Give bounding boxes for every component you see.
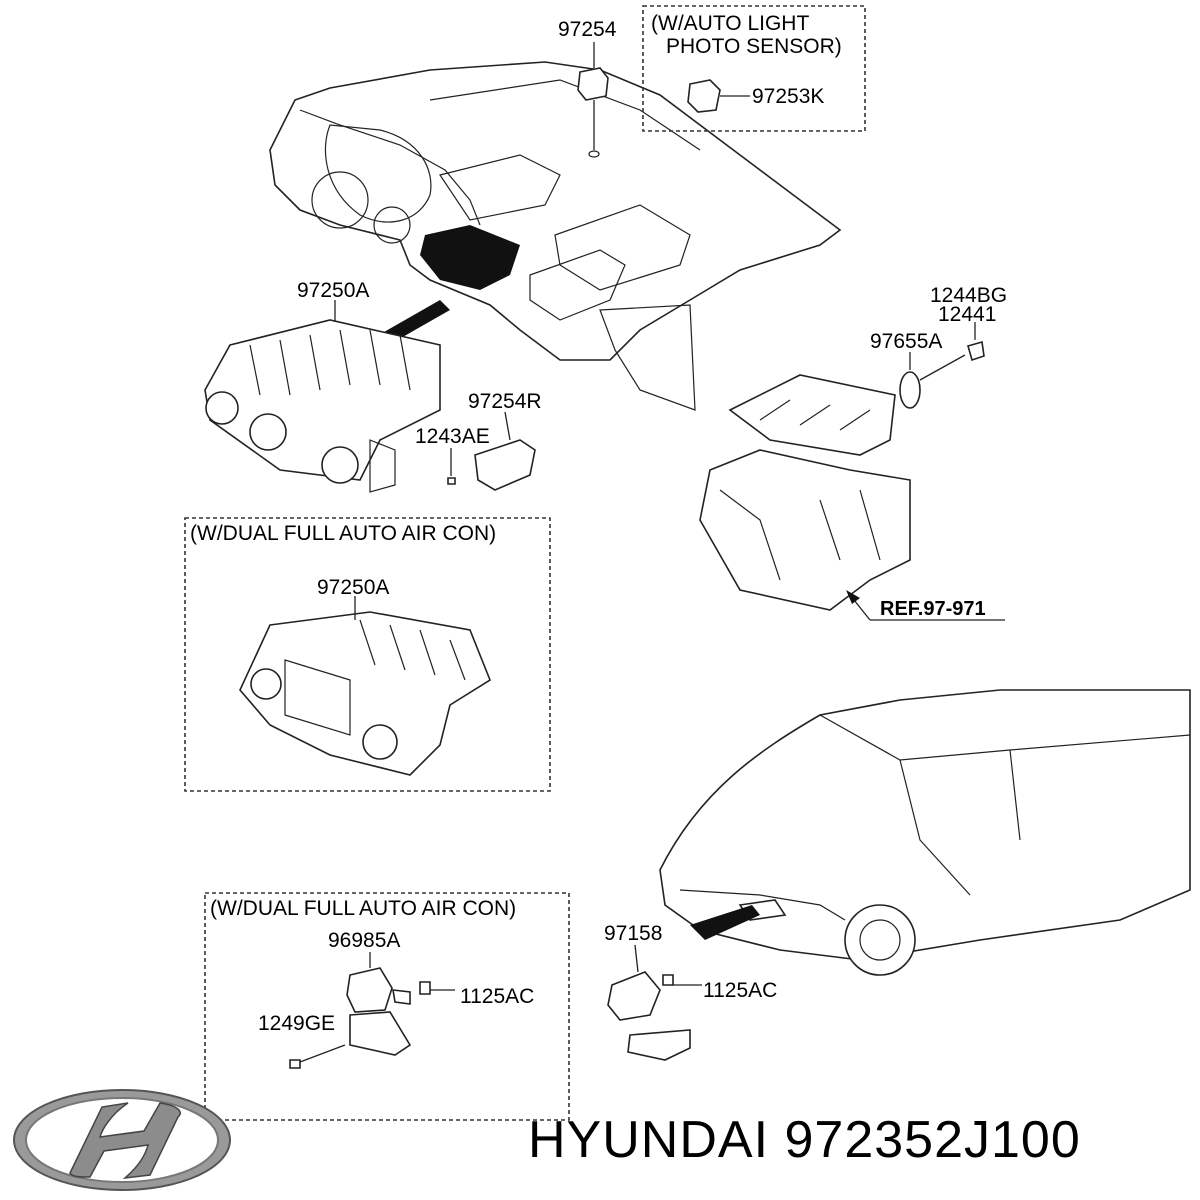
label-1243AE: 1243AE [415,425,490,448]
dual-auto-box-2 [204,892,570,1121]
label-97158: 97158 [604,922,662,945]
sensor-97158-illustration [607,944,702,1061]
label-1125AC-right: 1125AC [703,979,777,1002]
sensor-97254-illustration [577,42,609,158]
label-96985A: 96985A [328,929,400,952]
auto-light-box [642,5,866,132]
label-97253K: 97253K [752,85,824,108]
brand-part-number-heading: HYUNDAI 972352J100 [528,1110,1188,1180]
label-97254: 97254 [558,18,617,41]
label-97655A: 97655A [870,330,942,353]
label-97250A-box: 97250A [317,576,389,599]
label-auto-light-line2: PHOTO SENSOR) [666,35,842,58]
label-ref: REF.97-971 [880,598,986,620]
label-auto-light-line1: (W/AUTO LIGHT [651,12,809,35]
label-1125AC-left: 1125AC [460,985,534,1008]
label-dual-auto-2: (W/DUAL FULL AUTO AIR CON) [210,897,516,920]
label-12441: 12441 [938,303,996,326]
sensor-96985A-illustration [289,952,455,1069]
hvac-unit-illustration [699,322,985,611]
label-1249GE: 1249GE [258,1012,335,1035]
label-1244BG: 1244BG [930,284,1007,307]
label-97254R: 97254R [468,390,542,413]
hvac-controller-top-illustration [204,300,441,493]
part-number: 972352J100 [784,1111,1081,1169]
hyundai-logo-icon [13,1089,231,1191]
label-dual-auto-1: (W/DUAL FULL AUTO AIR CON) [190,522,496,545]
sensor-97253K-illustration [687,79,750,113]
hvac-controller-dual-illustration [239,596,491,776]
label-97250A-top: 97250A [297,279,369,302]
ref-arrow [846,590,1005,621]
brand-name: HYUNDAI [528,1111,770,1169]
switch-97254R-illustration [447,411,536,491]
dashboard-illustration [269,61,842,411]
dual-auto-box-1 [184,517,551,792]
car-illustration [659,689,1191,976]
